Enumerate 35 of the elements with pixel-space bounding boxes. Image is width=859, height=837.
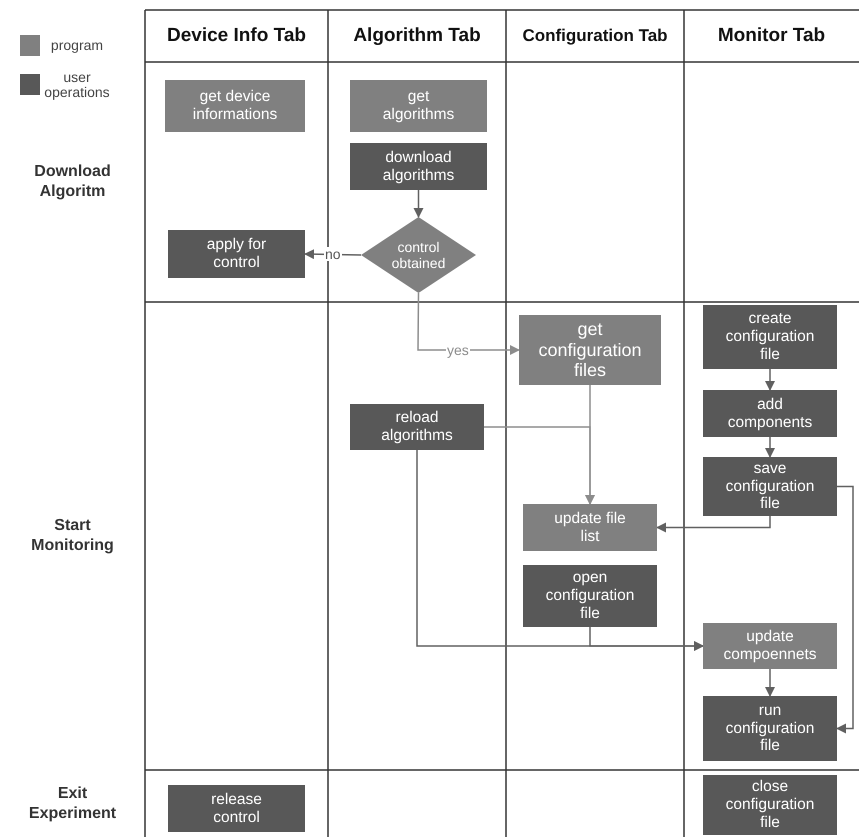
process-box: get device informations (165, 80, 305, 132)
row-label: Start Monitoring (30, 516, 115, 556)
process-box: download algorithms (350, 143, 487, 190)
process-box: get configuration files (519, 315, 661, 385)
column-header: Algorithm Tab (352, 24, 482, 48)
legend-label: user operations (44, 70, 110, 100)
process-box: update file list (523, 504, 657, 551)
arrow (765, 369, 775, 391)
arrow (765, 437, 775, 458)
process-box: apply for control (168, 230, 305, 278)
row-label: Download Algoritm (33, 162, 112, 202)
decision-diamond: control obtained (361, 217, 476, 293)
arrow (656, 516, 771, 532)
row-label: Exit Experiment (28, 784, 118, 824)
arrow (589, 627, 704, 651)
arrow (484, 426, 595, 505)
arrow (414, 190, 424, 218)
process-box: release control (168, 785, 305, 832)
legend-label: program (50, 38, 104, 53)
column-header: Monitor Tab (716, 24, 826, 48)
arrow (417, 293, 520, 355)
process-box: create configuration file (703, 305, 837, 369)
arrow (765, 669, 775, 697)
process-box: get algorithms (350, 80, 487, 132)
process-box: run configuration file (703, 696, 837, 761)
process-box: reload algorithms (350, 404, 484, 450)
column-header: Configuration Tab (521, 25, 669, 47)
column-header: Device Info Tab (166, 24, 307, 48)
process-box: add components (703, 390, 837, 437)
process-box: close configuration file (703, 775, 837, 835)
process-box: save configuration file (703, 457, 837, 516)
process-box: update compoennets (703, 623, 837, 669)
process-box: open configuration file (523, 565, 657, 627)
edge-label: no (324, 247, 342, 261)
arrow (836, 486, 854, 734)
